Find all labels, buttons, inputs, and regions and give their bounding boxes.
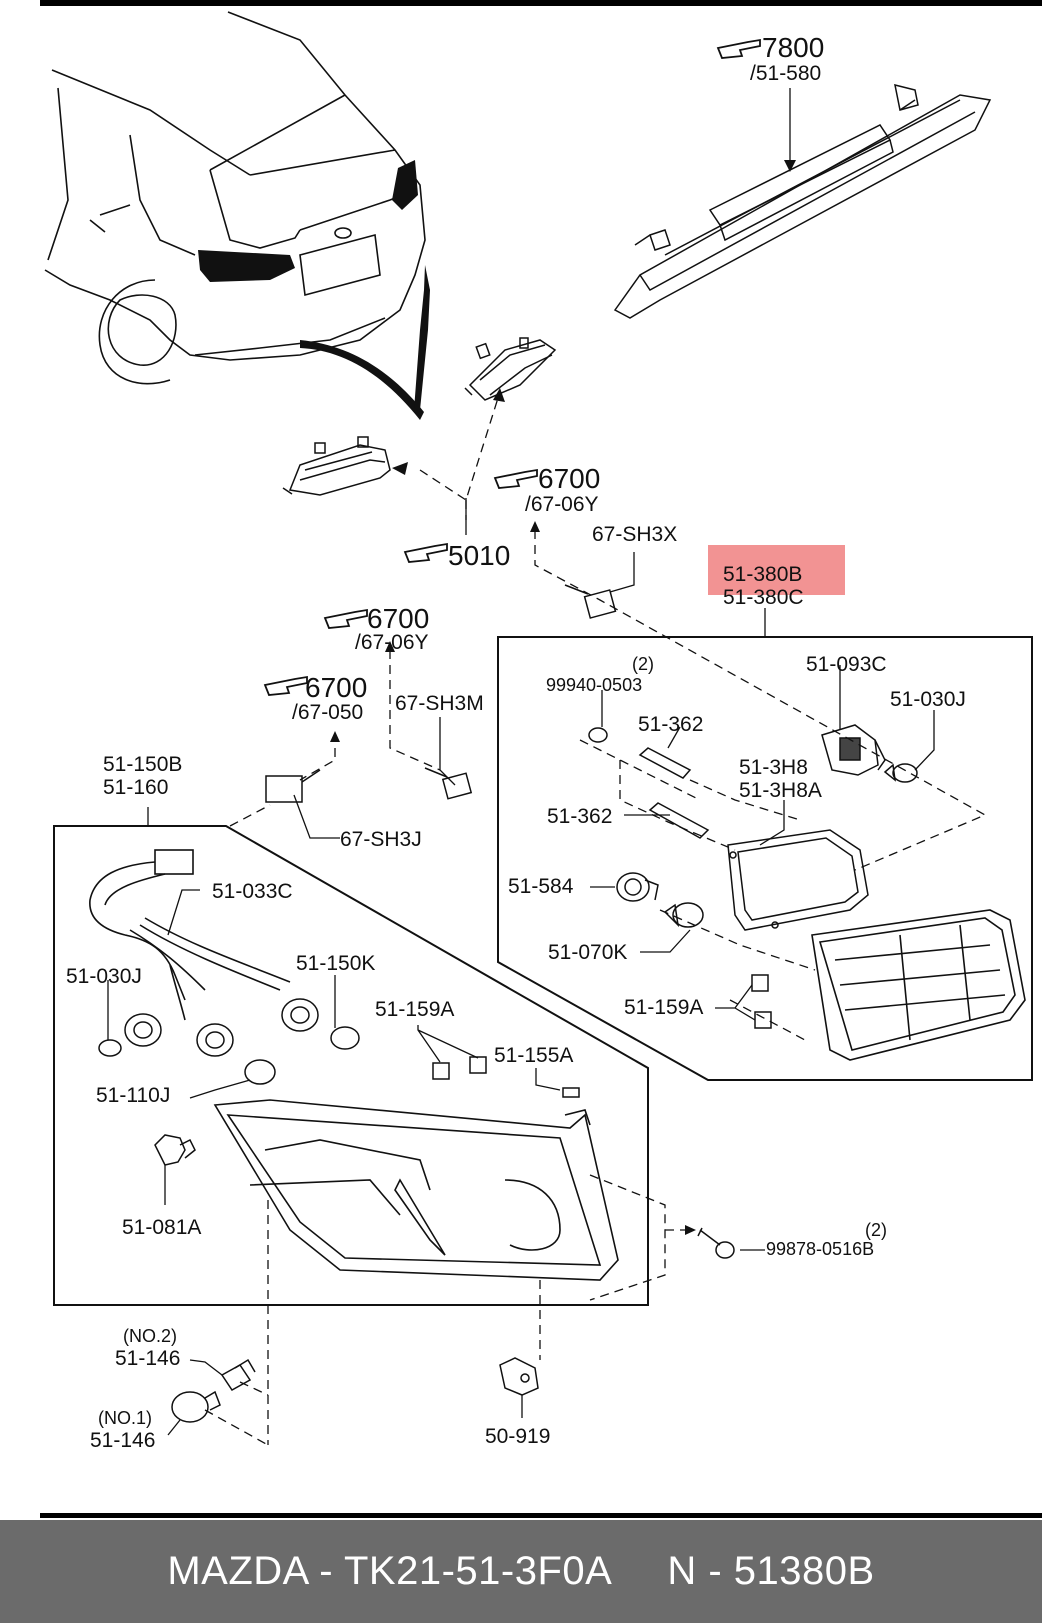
label-no2: (NO.2) — [123, 1326, 177, 1346]
clips-51-362 — [638, 747, 710, 839]
vehicle-outer-lamp — [198, 250, 295, 282]
label-67-sh3x: 67-SH3X — [592, 523, 677, 546]
pointer-wedge-left — [300, 340, 424, 420]
label-50-919: 50-919 — [485, 1425, 550, 1448]
vehicle-illustration — [44, 11, 426, 385]
bulb-51-030j-inner — [883, 763, 918, 783]
outer-lamp-box — [53, 825, 649, 1306]
label-qty-2a: (2) — [632, 654, 654, 674]
callout-6700-number: 6700 — [538, 463, 600, 494]
callout-6700-c-number: 6700 — [305, 672, 367, 703]
label-51-159a-outer: 51-159A — [375, 998, 454, 1021]
label-51-150b: 51-150B — [103, 753, 182, 776]
top-border — [40, 0, 1042, 6]
socket-51-584 — [616, 872, 659, 902]
label-51-160: 51-160 — [103, 776, 168, 799]
grommet-50-919 — [499, 1357, 539, 1396]
clip-51-081a — [154, 1134, 196, 1166]
clips-51-146 — [171, 1358, 256, 1423]
callout-6700-c-ref: /67-050 — [292, 701, 363, 724]
sockets-outer — [124, 998, 319, 1057]
part-number-footer: MAZDA - TK21-51-3F0A N - 51380B — [0, 1520, 1042, 1623]
callout-6700-ref: /67-06Y — [525, 493, 599, 516]
callout-6700-b-number: 6700 — [367, 603, 429, 634]
dashed-lines — [204, 397, 987, 1446]
label-51-081a: 51-081A — [122, 1216, 201, 1239]
inner-lens — [811, 909, 1026, 1061]
label-51-093c: 51-093C — [806, 653, 887, 676]
label-no1: (NO.1) — [98, 1408, 152, 1428]
label-51-146-b: 51-146 — [90, 1429, 155, 1452]
washer-99940-0503 — [588, 727, 608, 743]
label-67-sh3j: 67-SH3J — [340, 828, 422, 851]
callout-5010-number: 5010 — [448, 540, 510, 571]
label-67-sh3m: 67-SH3M — [395, 692, 484, 715]
bulb-51-070k — [663, 902, 704, 928]
label-51-070k: 51-070K — [548, 941, 627, 964]
high-mount-stop-lamp — [613, 83, 992, 319]
label-99878-0516b: 99878-0516B — [766, 1239, 874, 1259]
pads-outer — [432, 1056, 580, 1098]
callout-7800-number: 7800 — [762, 32, 824, 63]
label-qty-2b: (2) — [865, 1220, 887, 1240]
label-51-150k: 51-150K — [296, 952, 375, 975]
side-lamp-upper — [464, 337, 557, 401]
label-51-362-a: 51-362 — [638, 713, 703, 736]
callout-6700-b-ref: /67-06Y — [355, 631, 429, 654]
outer-lens — [213, 1099, 619, 1281]
callout-7800-ref: /51-580 — [750, 62, 821, 85]
bulbs-outer — [98, 1026, 360, 1085]
side-lamp-lower — [282, 436, 391, 496]
bottom-border — [40, 1513, 1042, 1518]
label-51-033c: 51-033C — [212, 880, 293, 903]
wire-harness — [89, 849, 291, 1021]
label-99940-0503: 99940-0503 — [546, 675, 642, 695]
inner-gasket — [727, 829, 869, 931]
pointer-wedge-right — [414, 265, 430, 410]
highlight-box — [708, 545, 845, 595]
label-51-146-a: 51-146 — [115, 1347, 180, 1370]
footer-brand-part: MAZDA - TK21-51-3F0A — [167, 1549, 613, 1593]
label-51-030j-outer: 51-030J — [66, 965, 142, 988]
label-51-3h8a: 51-3H8A — [739, 779, 822, 802]
vehicle-inner-lamp — [392, 160, 418, 210]
footer-diagram-number: N - 51380B — [667, 1549, 875, 1593]
arrow-heads — [330, 160, 796, 1235]
label-51-362-b: 51-362 — [547, 805, 612, 828]
label-51-380c: 51-380C — [723, 586, 804, 609]
label-51-159a-inner: 51-159A — [624, 996, 703, 1019]
label-51-155a: 51-155A — [494, 1044, 573, 1067]
label-51-380b: 51-380B — [723, 563, 802, 586]
label-51-030j-inner: 51-030J — [890, 688, 966, 711]
label-51-110j: 51-110J — [96, 1084, 170, 1107]
leader-lines — [107, 88, 935, 1436]
hand-pointer-icons — [263, 38, 761, 696]
bolt-99878-0516b — [697, 1227, 735, 1259]
connectors-67-sh3 — [265, 584, 617, 803]
label-51-3h8: 51-3H8 — [739, 756, 808, 779]
parts-diagram: 7800 /51-580 6700 /67-06Y 5010 6700 /67-… — [40, 0, 1042, 1518]
label-51-584: 51-584 — [508, 875, 574, 898]
socket-51-093c — [821, 724, 886, 776]
inner-lamp-box — [497, 636, 1033, 1081]
